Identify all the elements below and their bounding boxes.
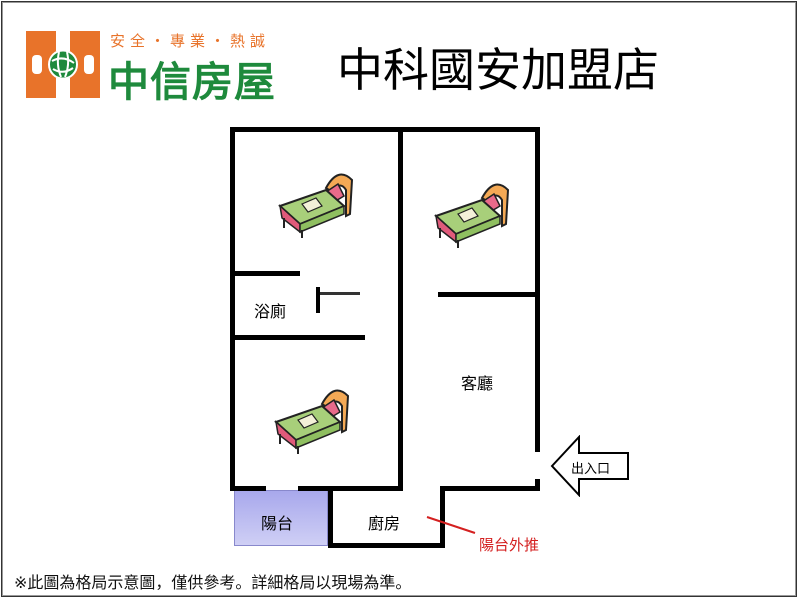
store-name: 中科國安加盟店 — [337, 43, 659, 97]
arrow-left-icon — [550, 434, 630, 498]
annotation-label: 陽台外推 — [479, 536, 540, 554]
tagline: 安全・專業・熱誠 — [110, 32, 271, 50]
wall — [230, 127, 235, 491]
wall — [438, 292, 540, 297]
bed-icon — [432, 176, 512, 248]
wall — [230, 127, 540, 132]
wall — [230, 335, 365, 340]
wall — [230, 271, 300, 276]
wall — [298, 486, 403, 491]
brand-name: 中信房屋 — [108, 58, 276, 106]
wall — [328, 486, 333, 548]
room-label-kitchen: 廚房 — [368, 514, 401, 533]
wall — [316, 287, 320, 313]
entrance-label: 出入口 — [571, 462, 611, 477]
wall — [535, 127, 540, 452]
annotation-pointer-line — [425, 515, 477, 535]
wall — [230, 486, 266, 491]
wall — [440, 486, 540, 491]
room-label-living-room: 客廳 — [461, 374, 494, 393]
wall — [398, 127, 403, 491]
balcony-area — [234, 490, 328, 546]
wall — [328, 543, 445, 548]
wall — [440, 486, 445, 548]
disclaimer: ※此圖為格局示意圖，僅供參考。詳細格局以現場為準。 — [14, 573, 412, 592]
wall — [535, 479, 540, 491]
room-label-bathroom: 浴廁 — [254, 302, 287, 321]
room-label-balcony: 陽台 — [261, 514, 294, 533]
wall — [320, 292, 360, 295]
bed-icon — [272, 382, 352, 454]
logo-icon — [26, 31, 100, 98]
bed-icon — [276, 166, 356, 238]
